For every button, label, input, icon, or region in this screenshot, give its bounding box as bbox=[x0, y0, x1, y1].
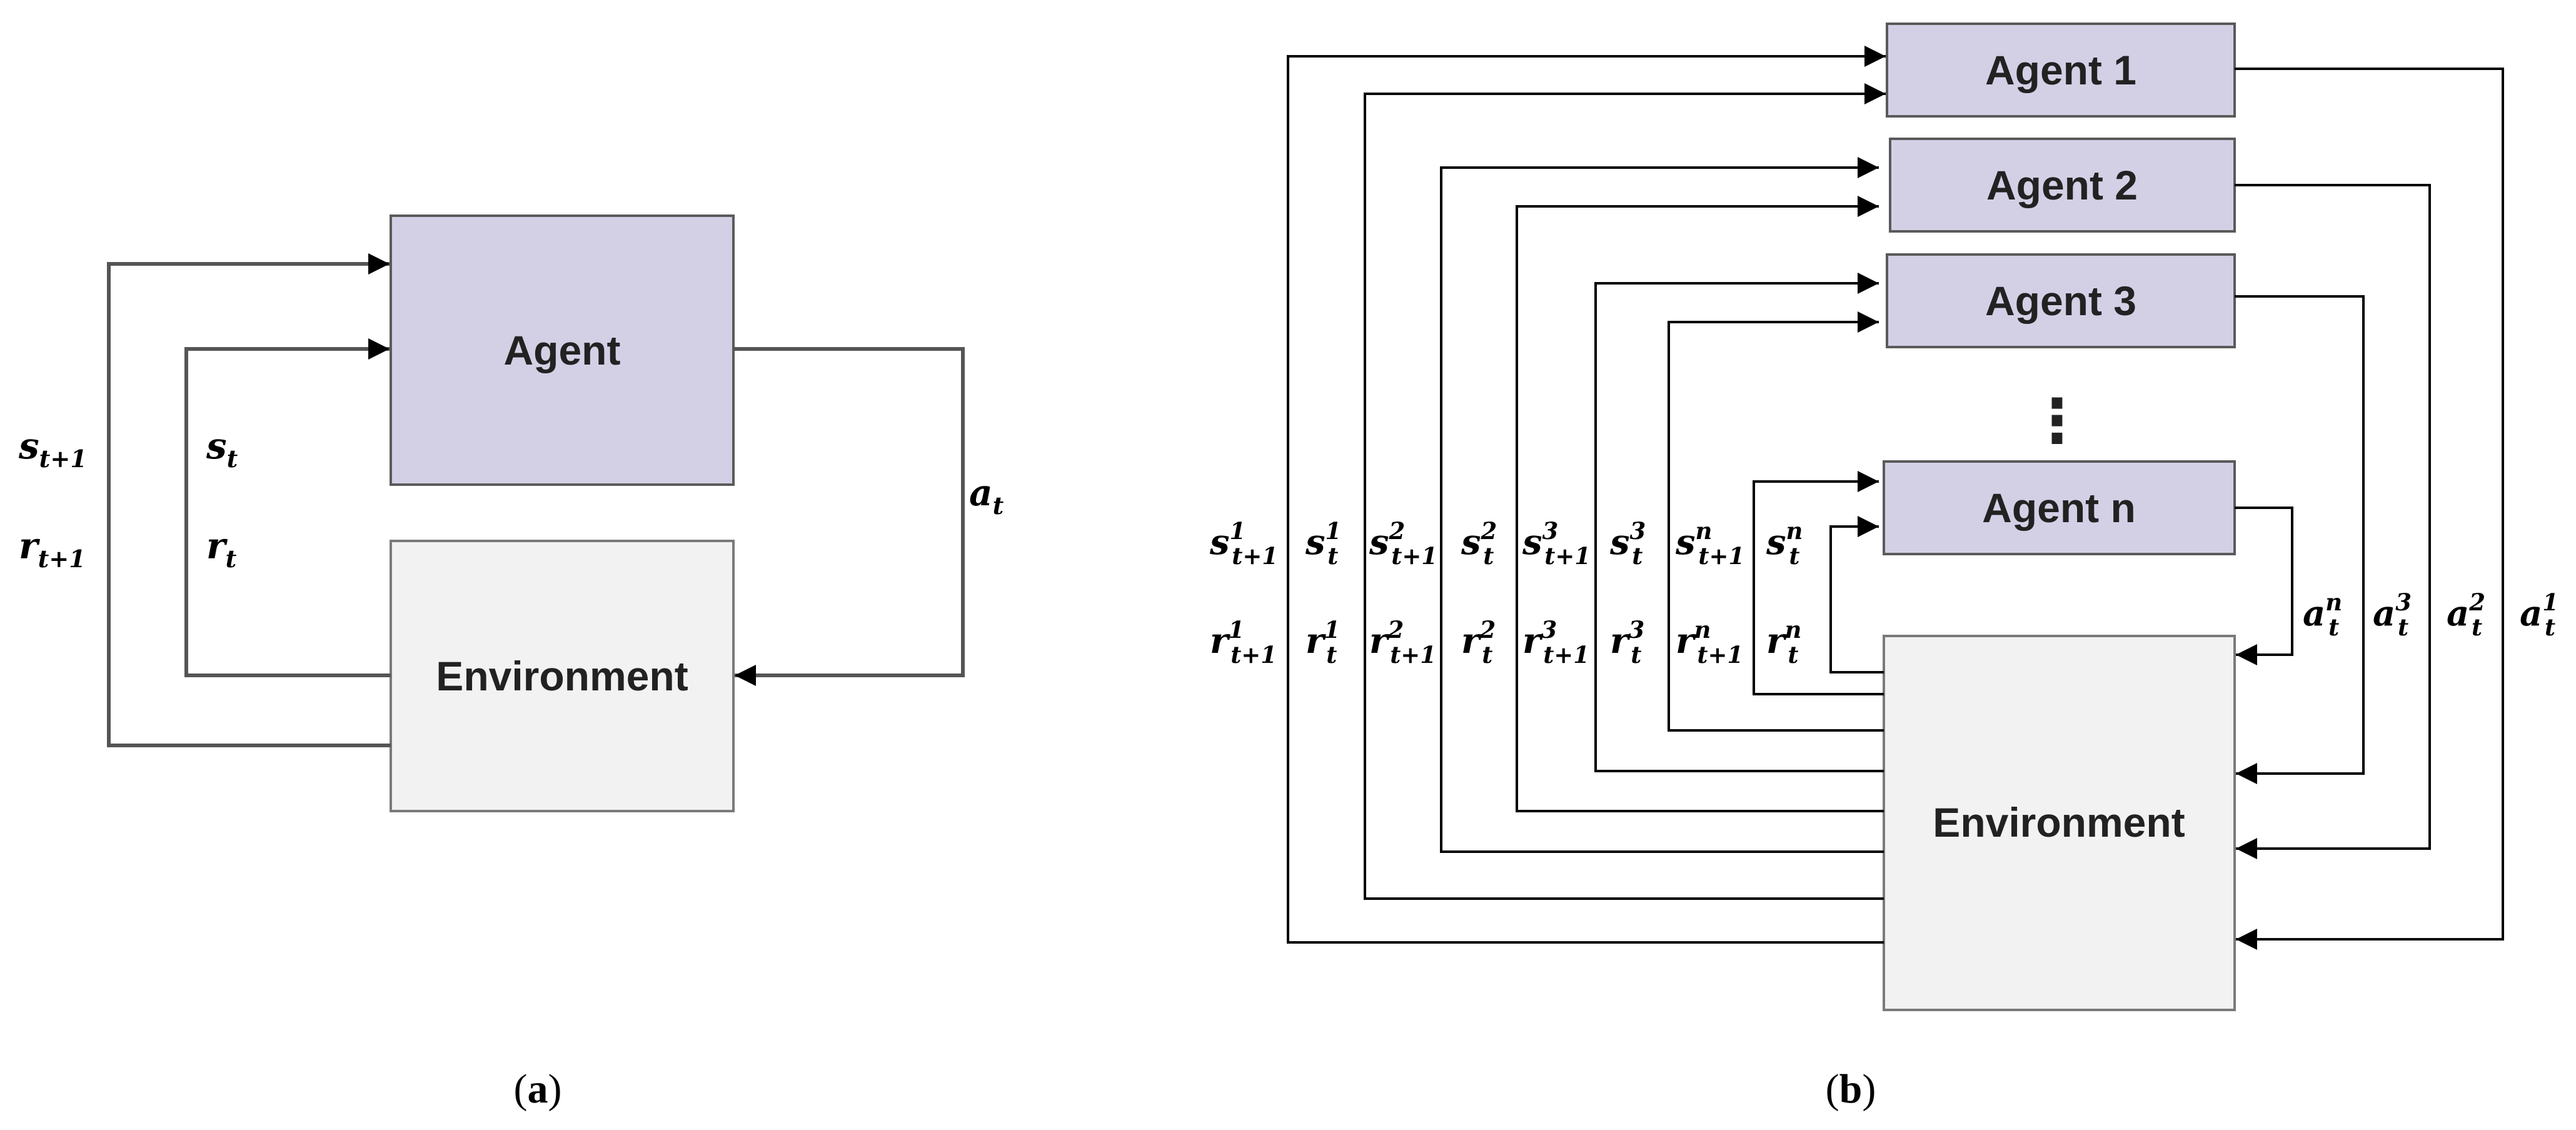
state-arrow bbox=[184, 338, 391, 677]
panel-a: Agent Environment st+1 rt+1 st rt at (a) bbox=[18, 214, 1004, 1112]
environment-label: Environment bbox=[436, 653, 688, 699]
loop-s3 bbox=[1668, 311, 1884, 732]
label-action: at bbox=[969, 472, 1004, 520]
action-arrow-3 bbox=[2235, 295, 2365, 784]
agent-3-box bbox=[1886, 253, 2236, 348]
label-r-next: rt+1 bbox=[19, 525, 86, 573]
label-r-curr: rt bbox=[206, 525, 237, 573]
agent-n-box bbox=[1883, 460, 2236, 555]
agent-1-box bbox=[1886, 23, 2236, 118]
agent-n-label: Agent n bbox=[1982, 485, 2136, 531]
loop-s1-next bbox=[1287, 46, 1886, 944]
loop-sn bbox=[1829, 516, 1884, 673]
environment-label-b: Environment bbox=[1933, 799, 2185, 845]
agent-3-label: Agent 3 bbox=[1985, 278, 2136, 324]
agent-ellipsis: ⋮ bbox=[2027, 388, 2087, 455]
panel-b: Agent 1 Agent 2 Agent 3 ⋮ Agent n Enviro… bbox=[1209, 23, 2558, 1112]
environment-box bbox=[390, 540, 735, 812]
agent-1-label: Agent 1 bbox=[1985, 47, 2136, 93]
loop-s1 bbox=[1364, 83, 1886, 900]
action-arrow-n bbox=[2235, 507, 2293, 665]
next-state-arrow bbox=[107, 253, 391, 747]
loop-s2-next bbox=[1440, 157, 1884, 853]
environment-box-b bbox=[1883, 635, 2236, 1011]
loop-sn-next bbox=[1753, 471, 1884, 695]
label-s-next: st+1 bbox=[18, 425, 87, 473]
caption-b: (b) bbox=[1826, 1066, 1876, 1112]
label-s-curr: st bbox=[206, 425, 238, 473]
action-arrow bbox=[733, 347, 965, 686]
loop-s2 bbox=[1516, 196, 1884, 812]
caption-a: (a) bbox=[514, 1066, 562, 1112]
loop-s3-next bbox=[1594, 273, 1884, 772]
agent-label: Agent bbox=[504, 327, 621, 373]
agent-2-label: Agent 2 bbox=[1986, 162, 2138, 208]
action-arrow-2 bbox=[2235, 184, 2431, 859]
agent-box bbox=[390, 214, 735, 486]
action-arrow-1 bbox=[2235, 68, 2504, 950]
